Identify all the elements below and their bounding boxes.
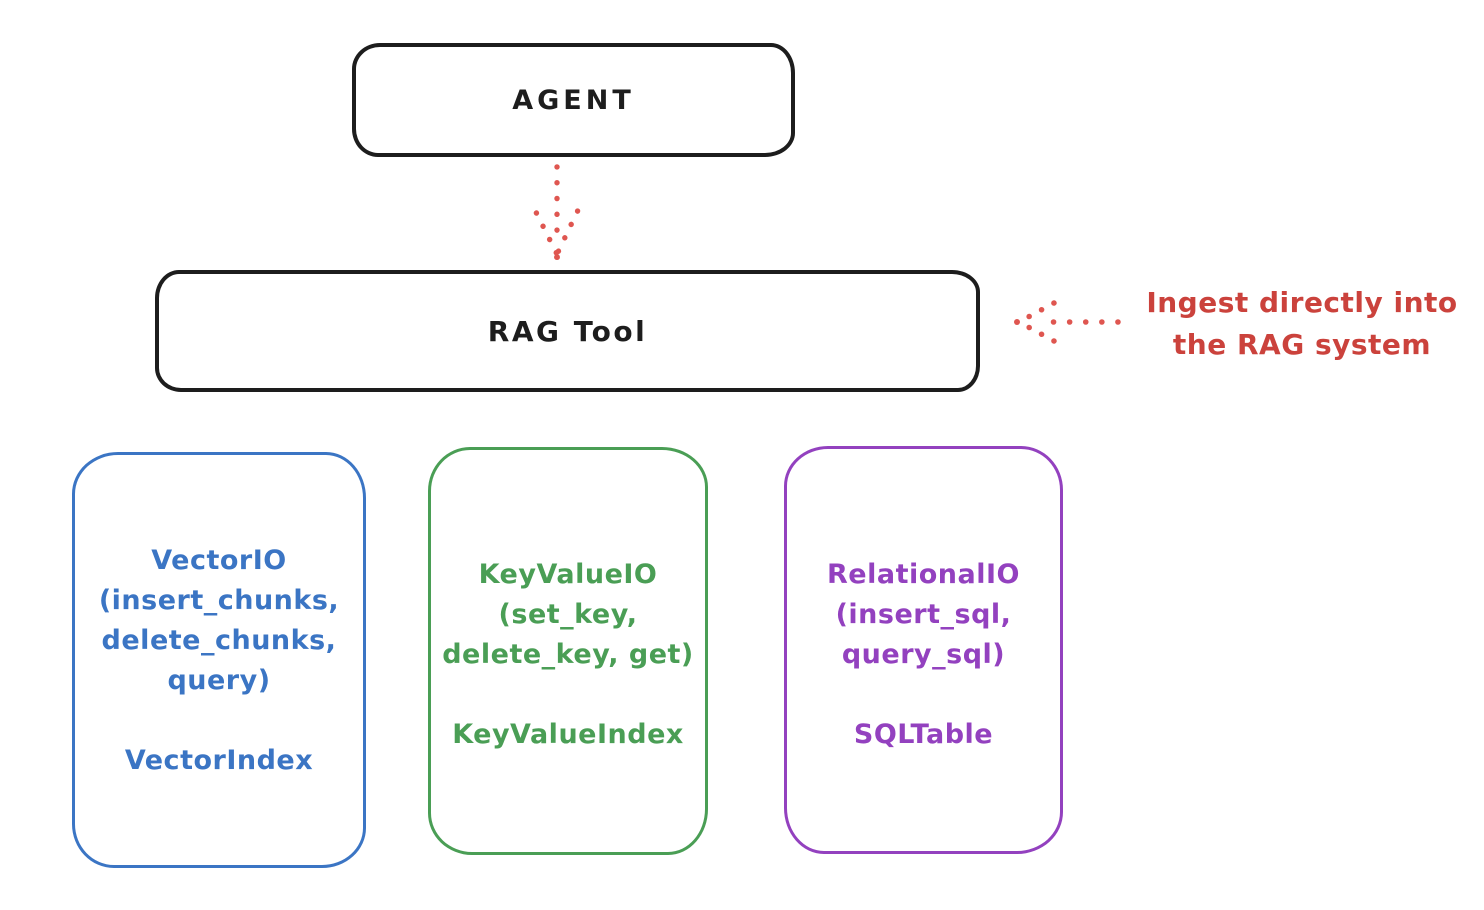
rag-tool-box: RAG Tool — [155, 270, 980, 392]
keyvalue-index-label: KeyValueIndex — [452, 719, 684, 750]
relational-io-method-line: query_sql) — [841, 639, 1006, 670]
keyvalue-io-method-line: (set_key, — [498, 599, 638, 630]
ingest-arrow-icon — [1014, 300, 1121, 344]
vector-io-box: VectorIO (insert_chunks, delete_chunks, … — [72, 452, 366, 868]
keyvalue-io-method-line: delete_key, get) — [442, 639, 694, 670]
vector-io-text: VectorIO (insert_chunks, delete_chunks, … — [75, 455, 363, 781]
ingest-annotation-line-1: Ingest directly into — [1146, 286, 1458, 319]
agent-box: AGENT — [352, 43, 795, 157]
ingest-annotation-line-2: the RAG system — [1172, 328, 1432, 361]
vector-io-method-line: query) — [167, 665, 271, 696]
relational-io-method-line: (insert_sql, — [835, 599, 1012, 630]
keyvalue-io-title: KeyValueIO — [478, 559, 658, 590]
keyvalue-io-box: KeyValueIO (set_key, delete_key, get) Ke… — [428, 447, 708, 855]
ingest-annotation: Ingest directly into the RAG system — [1130, 282, 1474, 366]
sql-table-label: SQLTable — [853, 719, 994, 750]
vector-io-method-line: (insert_chunks, — [98, 585, 340, 616]
vector-io-method-line: delete_chunks, — [101, 625, 337, 656]
vector-io-title: VectorIO — [151, 545, 287, 576]
keyvalue-io-text: KeyValueIO (set_key, delete_key, get) Ke… — [431, 450, 705, 755]
relational-io-title: RelationalIO — [827, 559, 1020, 590]
agent-to-rag-arrow-icon — [533, 164, 581, 261]
relational-io-box: RelationalIO (insert_sql, query_sql) SQL… — [784, 446, 1063, 854]
agent-label: AGENT — [512, 84, 635, 116]
vector-index-label: VectorIndex — [124, 745, 314, 776]
relational-io-text: RelationalIO (insert_sql, query_sql) SQL… — [787, 449, 1060, 755]
rag-tool-label: RAG Tool — [487, 314, 648, 348]
